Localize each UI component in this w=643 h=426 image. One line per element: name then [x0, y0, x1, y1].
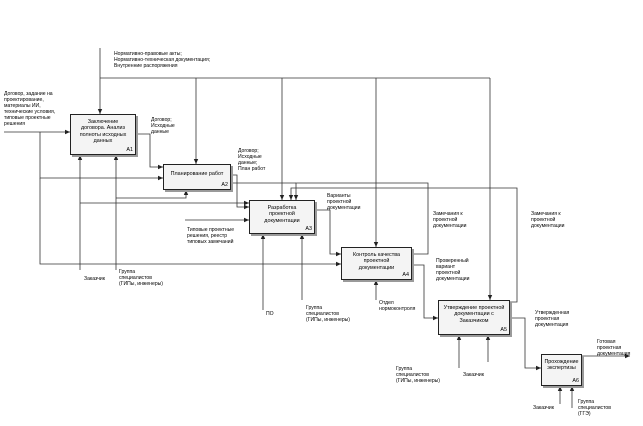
a3-output-arrow: [315, 209, 341, 257]
a4-output-arrow: [412, 264, 438, 321]
mech-group-a2: [116, 190, 189, 199]
mech-label-otdel: Отдел нормоконтроля: [379, 300, 416, 313]
remarks-a5-label: Замечания к проектной документации: [531, 211, 565, 230]
activity-id: A6: [572, 378, 579, 384]
mech-label-zakazchik-a1: Заказчик: [84, 276, 105, 282]
activity-box-a3: Разработка проектной документации A3: [249, 200, 315, 234]
activity-id: A1: [126, 147, 133, 153]
final-doc-label: Готовая проектная документация: [597, 339, 631, 358]
mech-label-group-a3: Группа специалистов (ГИПы, инженеры): [306, 305, 351, 324]
activity-box-a6: Прохождение экспертизы A6: [541, 354, 582, 386]
a2-output-arrow: [231, 174, 249, 210]
controls-label: Нормативно-правовые акты; Нормативно-тех…: [114, 51, 211, 70]
activity-box-a4: Контроль качества проектной документации…: [341, 247, 412, 280]
activity-box-a5: Утверждение проектной документации с Зак…: [438, 300, 510, 335]
activity-title: Контроль качества проектной документации: [352, 252, 401, 271]
mech-label-zakazchik-a5: Заказчик: [463, 372, 484, 378]
activity-id: A2: [221, 182, 228, 188]
checked-doc-label: Проверенный вариант проектной документац…: [436, 258, 470, 283]
activity-title: Прохождение экспертизы: [544, 359, 579, 372]
approved-doc-label: Утвержденная проектная документация: [535, 310, 570, 329]
activity-title: Разработка проектной документации: [264, 205, 300, 224]
input-branch-a4: [39, 178, 341, 267]
mech-label-group-a6: Группа специалистов (ГГЭ): [578, 399, 611, 418]
activity-title: Утверждение проектной документации с Зак…: [443, 305, 505, 324]
a2-output-label: Договор; Исходные данные; План работ: [238, 148, 266, 173]
mech-label-group-a5: Группа специалистов (ГИПы, инженеры): [396, 366, 441, 385]
activity-id: A4: [402, 272, 409, 278]
remarks-a4-label: Замечания к проектной документации: [433, 211, 467, 230]
feedback-a4-arrow: [293, 182, 429, 255]
mech-label-po: ПО: [266, 311, 274, 317]
typical-solutions-label: Типовые проектные решения, реестр типовы…: [187, 227, 235, 246]
a3-output-label: Варианты проектной документации: [327, 193, 361, 212]
activity-box-a2: Планирование работ A2: [163, 164, 231, 190]
activity-id: A5: [500, 327, 507, 333]
activity-id: A3: [305, 226, 312, 232]
feedback-a5-arrow: [288, 187, 518, 303]
a1-output-label: Договор; Исходные данные: [151, 117, 175, 136]
a1-output-arrow: [136, 133, 163, 170]
mech-label-zakazchik-a6: Заказчик: [533, 405, 554, 411]
mech-label-group-a1: Группа специалистов (ГИПы, инженеры): [119, 269, 164, 288]
main-input-label: Договор, задание на проектирование, мате…: [4, 91, 56, 128]
a5-output-arrow: [510, 317, 541, 371]
activity-title: Заключение договора. Анализ полноты исхо…: [79, 119, 127, 145]
activity-box-a1: Заключение договора. Анализ полноты исхо…: [70, 114, 136, 155]
activity-title: Планирование работ: [170, 171, 224, 177]
